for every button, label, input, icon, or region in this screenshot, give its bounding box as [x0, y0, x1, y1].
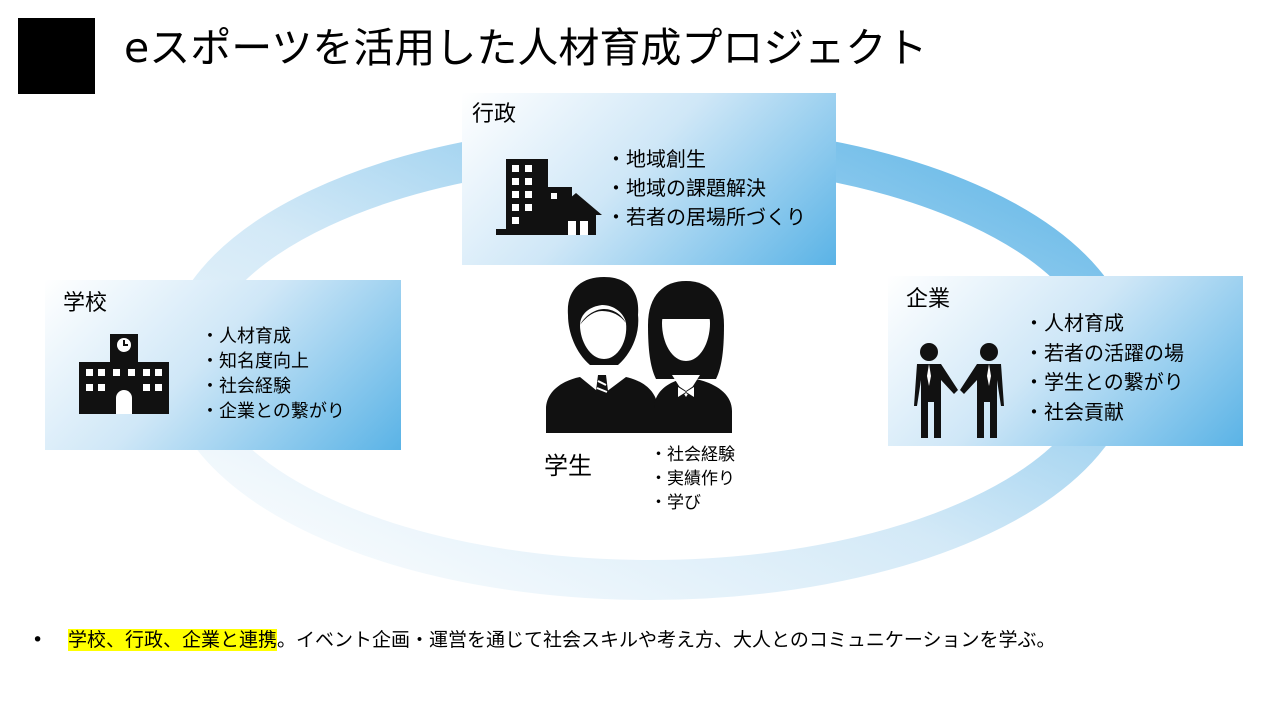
students-icon	[546, 277, 732, 433]
list-item: ・若者の居場所づくり	[606, 205, 806, 229]
government-box: 行政 ・地域創生 ・地域の課題解決 ・若者の居場所づくり	[462, 93, 836, 265]
school-label: 学校	[63, 291, 108, 316]
school-building-icon	[79, 334, 169, 414]
handshake-people-icon	[914, 343, 1004, 438]
company-label: 企業	[906, 287, 951, 312]
page-title: eスポーツを活用した人材育成プロジェクト	[124, 24, 928, 72]
list-item: ・実績作り	[650, 469, 735, 489]
government-list: ・地域創生 ・地域の課題解決 ・若者の居場所づくり	[606, 145, 806, 232]
company-list: ・人材育成 ・若者の活躍の場 ・学生との繋がり ・社会貢献	[1024, 309, 1184, 427]
students-list: ・社会経験 ・実績作り ・学び	[650, 443, 735, 515]
summary-note: • 学校、行政、企業と連携。イベント企画・運営を通じて社会スキルや考え方、大人との…	[32, 626, 1055, 654]
city-building-icon	[496, 159, 602, 235]
list-item: ・知名度向上	[201, 351, 309, 372]
school-box: 学校 ・人材育成 ・知名度向上 ・社会経験 ・企業との繋がり	[45, 280, 401, 450]
students-label: 学生	[544, 452, 592, 480]
bullet-marker: •	[32, 629, 44, 651]
list-item: ・学生との繋がり	[1024, 370, 1184, 394]
title-marker	[18, 18, 95, 94]
list-item: ・社会経験	[201, 376, 291, 397]
note-text: 。イベント企画・運営を通じて社会スキルや考え方、大人とのコミュニケーションを学ぶ…	[277, 629, 1056, 651]
list-item: ・地域創生	[606, 147, 706, 171]
government-label: 行政	[472, 102, 517, 127]
company-box: 企業 ・人材育成 ・若者の活躍の場 ・学生との繋がり ・社会貢献	[888, 276, 1243, 446]
highlighted-text: 学校、行政、企業と連携	[68, 629, 278, 651]
list-item: ・学び	[650, 493, 701, 513]
school-list: ・人材育成 ・知名度向上 ・社会経験 ・企業との繋がり	[201, 324, 345, 424]
list-item: ・人材育成	[1024, 311, 1124, 335]
list-item: ・企業との繋がり	[201, 401, 345, 422]
list-item: ・社会経験	[650, 445, 735, 465]
list-item: ・若者の活躍の場	[1024, 340, 1184, 365]
list-item: ・地域の課題解決	[606, 176, 766, 200]
list-item: ・社会貢献	[1024, 399, 1124, 424]
list-item: ・人材育成	[201, 326, 291, 347]
